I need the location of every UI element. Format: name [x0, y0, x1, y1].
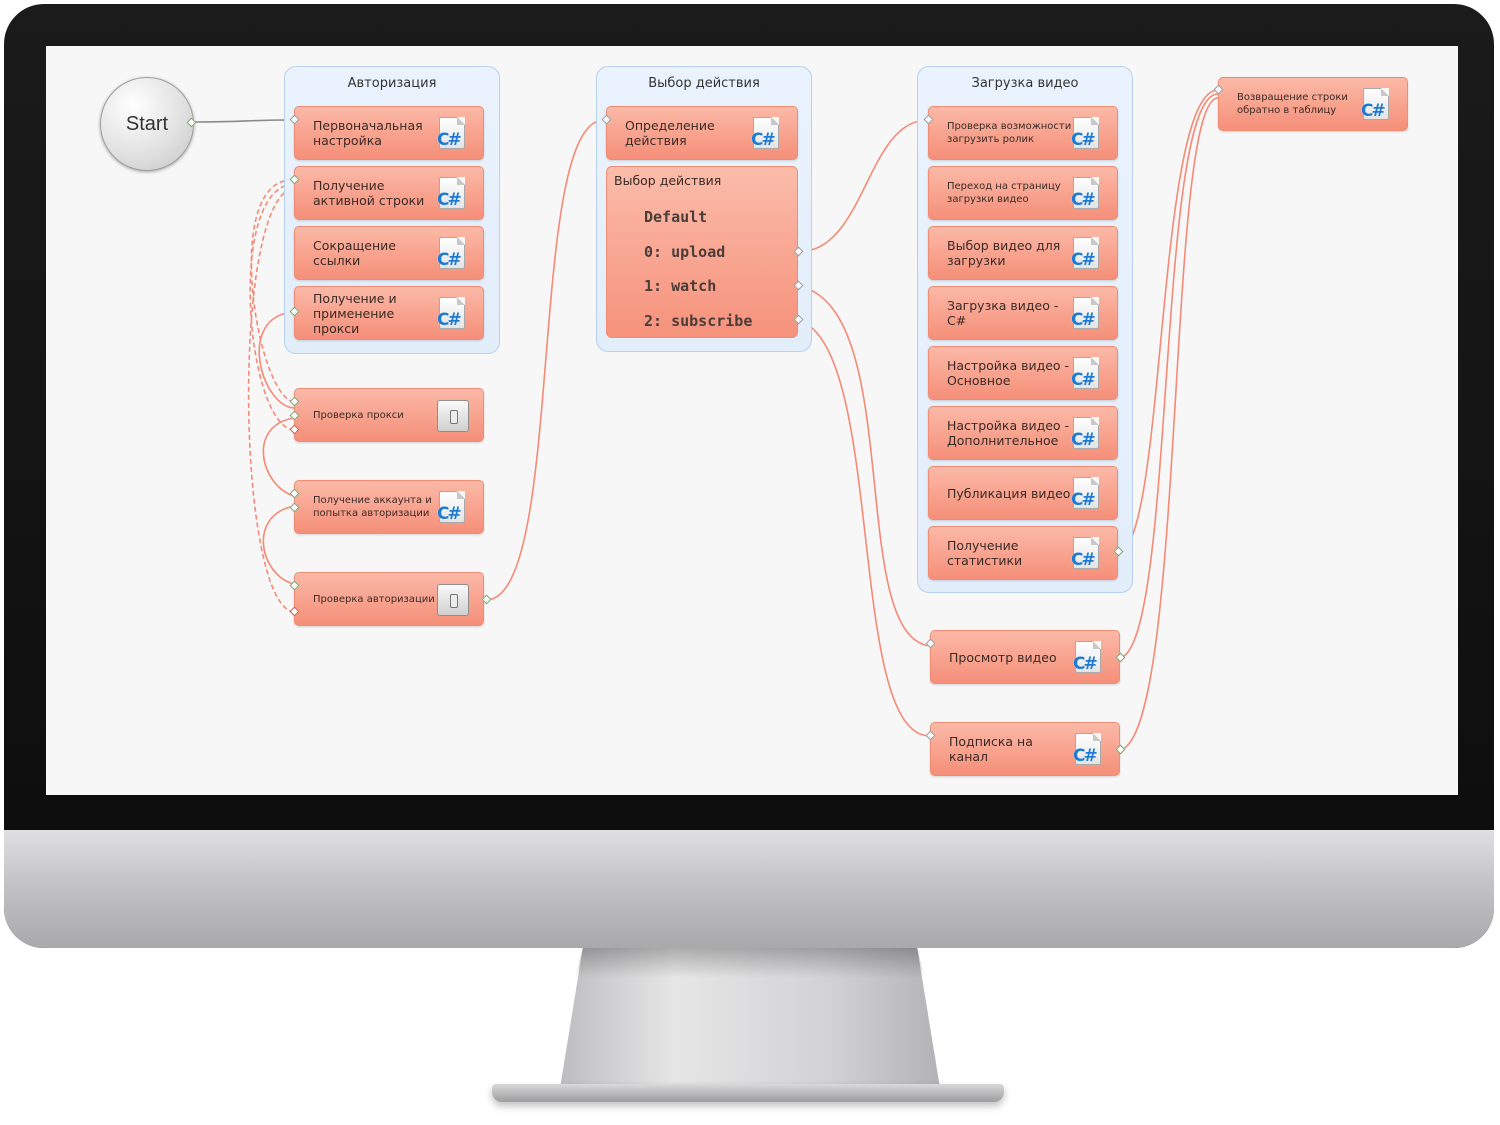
- node-label: Получение активной строки: [313, 178, 425, 208]
- monitor-stand-base: [492, 1084, 1004, 1102]
- node-get-stats[interactable]: Получение статистики C#: [928, 526, 1118, 580]
- node-return-row[interactable]: Возвращение строки обратно в таблицу C#: [1218, 77, 1408, 131]
- csharp-file-icon: C#: [1071, 417, 1103, 451]
- node-label: Переход на страницу загрузки видео: [947, 181, 1061, 205]
- node-label: Проверка авторизации: [313, 593, 435, 605]
- node-get-account[interactable]: Получение аккаунта и попытка авторизации…: [294, 480, 484, 534]
- node-subscribe-channel[interactable]: Подписка на канал C#: [930, 722, 1120, 776]
- csharp-file-icon: C#: [1073, 733, 1105, 767]
- node-label: Настройка видео - Основное: [947, 358, 1070, 388]
- node-check-auth[interactable]: Проверка авторизации: [294, 572, 484, 626]
- csharp-file-icon: C#: [1071, 477, 1103, 511]
- switch-icon: [437, 584, 469, 616]
- node-label: Проверка прокси: [313, 409, 404, 421]
- node-publish-video[interactable]: Публикация видео C#: [928, 466, 1118, 520]
- node-label: Первоначальная настройка: [313, 118, 423, 148]
- node-label: Получение аккаунта и попытка авторизации: [313, 495, 432, 519]
- csharp-file-icon: C#: [1071, 357, 1103, 391]
- csharp-file-icon: C#: [437, 177, 469, 211]
- csharp-file-icon: C#: [1071, 297, 1103, 331]
- node-label: Определение действия: [625, 118, 715, 148]
- monitor-chin: [4, 830, 1494, 948]
- node-label: Подписка на канал: [949, 734, 1033, 764]
- monitor-stand-shadow: [575, 948, 925, 978]
- node-video-settings-extra[interactable]: Настройка видео - Дополнительное C#: [928, 406, 1118, 460]
- csharp-file-icon: C#: [437, 117, 469, 151]
- switch-node[interactable]: Выбор действия Default 0: upload 1: watc…: [606, 166, 798, 338]
- monitor-frame: Start Авторизация Первоначальная настрой…: [4, 4, 1494, 948]
- node-determine-action[interactable]: Определение действия C#: [606, 106, 798, 160]
- node-get-active-row[interactable]: Получение активной строки C#: [294, 166, 484, 220]
- csharp-file-icon: C#: [1071, 537, 1103, 571]
- group-title: Выбор действия: [648, 76, 760, 91]
- switch-case-watch[interactable]: 1: watch: [644, 277, 717, 295]
- node-shorten-link[interactable]: Сокращение ссылки C#: [294, 226, 484, 280]
- node-go-upload-page[interactable]: Переход на страницу загрузки видео C#: [928, 166, 1118, 220]
- csharp-file-icon: C#: [437, 237, 469, 271]
- node-label: Проверка возможности загрузить ролик: [947, 121, 1072, 145]
- node-watch-video[interactable]: Просмотр видео C#: [930, 630, 1120, 684]
- switch-case-subscribe[interactable]: 2: subscribe: [644, 312, 753, 330]
- node-label: Выбор видео для загрузки: [947, 238, 1061, 268]
- csharp-file-icon: C#: [751, 117, 783, 151]
- node-initial-setup[interactable]: Первоначальная настройка C#: [294, 106, 484, 160]
- switch-case-default[interactable]: Default: [644, 208, 708, 226]
- csharp-file-icon: C#: [437, 491, 469, 525]
- csharp-file-icon: C#: [437, 297, 469, 331]
- group-title: Загрузка видео: [971, 76, 1079, 91]
- node-label: Сокращение ссылки: [313, 238, 396, 268]
- node-label: Публикация видео: [947, 485, 1071, 501]
- node-choose-video[interactable]: Выбор видео для загрузки C#: [928, 226, 1118, 280]
- node-video-settings-main[interactable]: Настройка видео - Основное C#: [928, 346, 1118, 400]
- start-node[interactable]: Start: [100, 77, 194, 171]
- node-label: Настройка видео - Дополнительное: [947, 418, 1070, 448]
- csharp-file-icon: C#: [1071, 237, 1103, 271]
- switch-case-upload[interactable]: 0: upload: [644, 243, 726, 261]
- node-label: Получение статистики: [947, 538, 1023, 568]
- node-label: Загрузка видео - C#: [947, 298, 1059, 328]
- csharp-file-icon: C#: [1073, 641, 1105, 675]
- csharp-file-icon: C#: [1071, 117, 1103, 151]
- monitor-stand-neck: [560, 948, 940, 1088]
- start-label: Start: [125, 112, 169, 135]
- csharp-file-icon: C#: [1071, 177, 1103, 211]
- node-label: Просмотр видео: [949, 649, 1057, 665]
- node-check-can-upload[interactable]: Проверка возможности загрузить ролик C#: [928, 106, 1118, 160]
- node-get-apply-proxy[interactable]: Получение и применение прокси C#: [294, 286, 484, 340]
- node-upload-video-cs[interactable]: Загрузка видео - C# C#: [928, 286, 1118, 340]
- node-label: Получение и применение прокси: [313, 290, 397, 336]
- node-label: Возвращение строки обратно в таблицу: [1237, 92, 1348, 116]
- switch-title: Выбор действия: [614, 173, 722, 188]
- workflow-canvas: Start Авторизация Первоначальная настрой…: [46, 46, 1458, 795]
- csharp-file-icon: C#: [1361, 88, 1393, 122]
- node-check-proxy[interactable]: Проверка прокси: [294, 388, 484, 442]
- group-title: Авторизация: [347, 76, 437, 91]
- switch-icon: [437, 400, 469, 432]
